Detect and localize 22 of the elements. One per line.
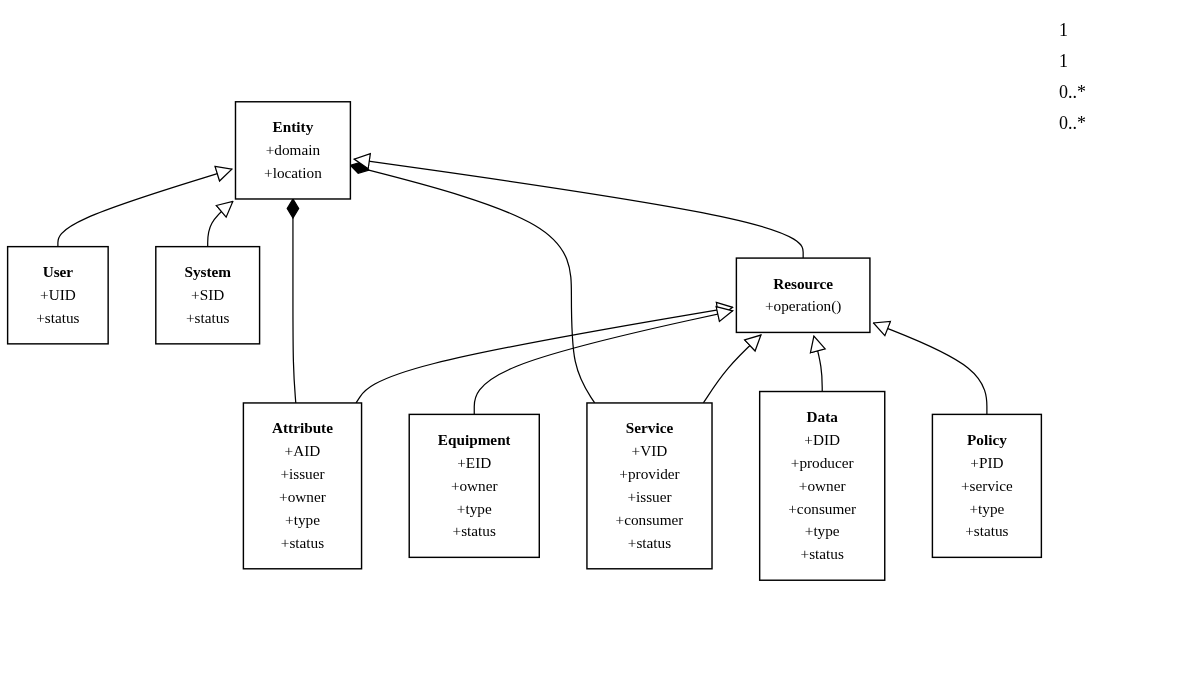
arrow [57,165,233,248]
node-box: Equipment +EID +owner +type +status [408,413,540,559]
node-box: Service +VID +provider +issuer +consumer +status [586,402,713,570]
arrow [207,200,234,248]
node-box: Policy +PID +service +type +status [931,413,1043,559]
multiplicity-label: 1 [1059,51,1069,72]
node-box: User +UID +status [6,245,109,345]
arrow [355,301,734,404]
multiplicity-label: 0..* [1059,113,1087,134]
node-box: Attribute +AID +issuer +owner +type +status [242,402,363,570]
arrow [473,306,734,415]
arrow [353,153,804,259]
connector [286,198,300,404]
arrow [809,335,826,393]
arrow [702,334,762,404]
node-box: Data +DID +producer +owner +consumer +type +status [758,390,886,581]
node-box: System +SID +status [155,245,261,345]
node-box: Resource +operation() [735,257,871,334]
multiplicity-label: 0..* [1059,82,1087,103]
node-box: Entity +domain +location [234,101,352,200]
multiplicity-label: 1 [1059,20,1069,41]
arrow [872,320,988,415]
